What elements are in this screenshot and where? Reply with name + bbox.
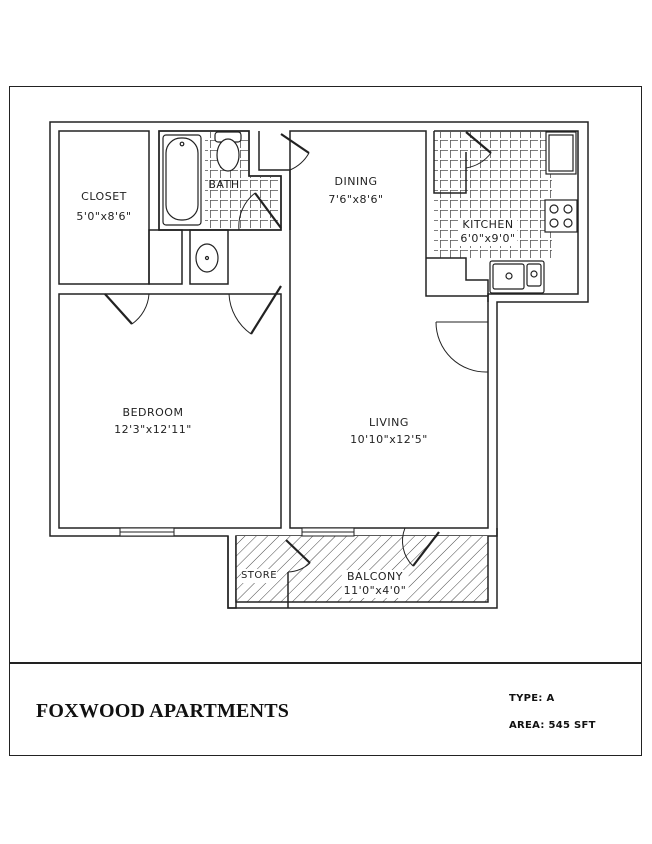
- title-block-divider: [9, 662, 642, 664]
- room-name: BEDROOM: [122, 406, 184, 419]
- dining-closet-door-leaf: [280, 133, 310, 154]
- room-label-kitchen: KITCHEN 6'0"x9'0": [458, 218, 518, 246]
- bedroom-door-leaf: [250, 285, 282, 335]
- balcony-door-leaf: [412, 531, 440, 567]
- balcony-door-arc: [401, 527, 414, 567]
- toilet-bowl-icon: [216, 138, 240, 172]
- room-name: BALCONY: [346, 570, 403, 583]
- room-name: BATH: [208, 178, 240, 191]
- bath-door-arc: [238, 192, 256, 231]
- room-dimensions: 5'0"x8'6": [76, 210, 132, 223]
- refrigerator-icon: [545, 131, 577, 175]
- room-label-bath: BATH: [208, 178, 239, 192]
- lav-sink-icon: [195, 243, 219, 273]
- closet-door-leaf: [104, 293, 133, 325]
- closet-wall: [58, 130, 150, 285]
- room-dimensions: 7'6"x8'6": [328, 193, 384, 206]
- balcony-inner: [235, 536, 489, 603]
- room-dimensions: 12'3"x12'11": [114, 423, 192, 436]
- room-name: STORE: [240, 570, 278, 581]
- kitchen-sink-icon: [489, 260, 545, 294]
- room-dimensions: 11'0"x4'0": [343, 584, 407, 597]
- room-name: DINING: [334, 175, 378, 188]
- room-label-store: STORE: [240, 569, 278, 583]
- room-label-closet: CLOSET 5'0"x8'6": [76, 190, 131, 224]
- dining-closet-door-arc: [289, 152, 310, 171]
- bath-tile-2: [236, 177, 280, 229]
- room-name: LIVING: [369, 416, 409, 429]
- room-dimensions: 10'10"x12'5": [350, 433, 428, 446]
- room-label-living: LIVING 10'10"x12'5": [350, 416, 428, 447]
- kitchen-wall: [434, 130, 579, 302]
- entry-door-arc: [435, 321, 489, 373]
- project-title: FOXWOOD APARTMENTS: [36, 700, 290, 722]
- room-label-bedroom: BEDROOM 12'3"x12'11": [114, 406, 192, 437]
- cooktop-icon: [544, 199, 578, 233]
- unit-type: TYPE: A: [509, 693, 555, 704]
- unit-area: AREA: 545 SFT: [509, 720, 596, 731]
- room-label-balcony: BALCONY 11'0"x4'0": [341, 570, 409, 598]
- store-door-arc: [287, 562, 311, 573]
- bath-door-leaf: [254, 192, 282, 229]
- kitchen-counter: [426, 257, 489, 296]
- drawing-frame: [9, 86, 642, 756]
- closet-door-arc: [131, 293, 150, 325]
- store-door-leaf: [285, 539, 311, 564]
- balcony-outline: [227, 528, 498, 609]
- room-name: KITCHEN: [462, 218, 514, 231]
- room-name: CLOSET: [81, 190, 127, 203]
- linen-closet-wall: [148, 229, 183, 285]
- pantry-door-arc: [465, 152, 492, 169]
- room-label-dining: DINING 7'6"x8'6": [328, 175, 383, 207]
- pantry-wall: [433, 131, 467, 194]
- bedroom-door-arc: [228, 293, 252, 335]
- room-dimensions: 6'0"x9'0": [460, 232, 516, 245]
- bathtub-icon: [162, 134, 202, 226]
- pantry-door-leaf: [465, 131, 492, 154]
